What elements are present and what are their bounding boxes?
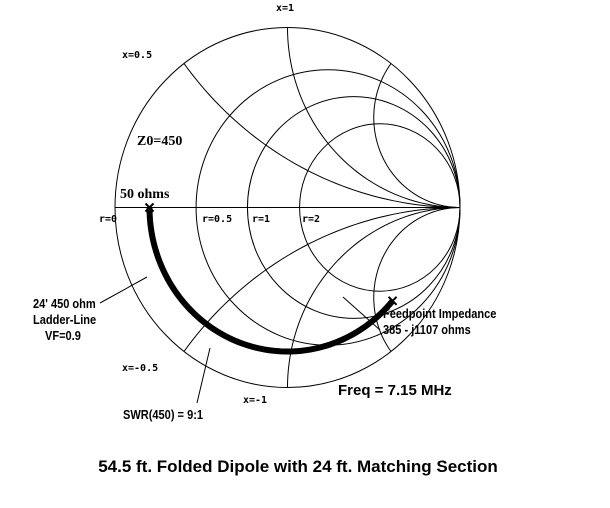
- start-label: 50 ohms: [120, 187, 170, 202]
- reactance-arc: [374, 208, 460, 352]
- line-label-2: Ladder-Line: [33, 312, 96, 327]
- feedpoint-label-2: 385 - j1107 ohms: [383, 322, 471, 337]
- start-marker-x-icon: [144, 202, 155, 213]
- label-r2: r=2: [302, 214, 320, 225]
- swr-annotation: SWR(450) = 9:1: [123, 347, 211, 422]
- reactance-arc: [288, 208, 461, 388]
- freq-label: Freq = 7.15 MHz: [338, 382, 452, 399]
- label-r0: r=0: [99, 214, 117, 225]
- label-xm1: x=-1: [243, 395, 267, 406]
- reactance-arc: [184, 63, 460, 207]
- label-x05: x=0.5: [122, 50, 152, 61]
- feedpoint-label-1: Feedpoint Impedance: [383, 306, 497, 321]
- feedpoint-leader: [342, 296, 381, 331]
- label-x1: x=1: [276, 3, 294, 14]
- feedpoint-annotation: Feedpoint Impedance 385 - j1107 ohms: [342, 296, 497, 337]
- z0-label: Z0=450: [137, 134, 182, 149]
- label-r05: r=0.5: [202, 214, 232, 225]
- line-label-1: 24' 450 ohm: [33, 296, 96, 311]
- reactance-arc: [184, 208, 460, 352]
- swr-trace: [150, 208, 393, 352]
- line-label-3: VF=0.9: [45, 328, 81, 343]
- label-xm05: x=-0.5: [122, 363, 158, 374]
- reactance-arc: [288, 28, 461, 208]
- line-annotation: 24' 450 ohm Ladder-Line VF=0.9: [33, 276, 148, 343]
- swr-label: SWR(450) = 9:1: [123, 407, 203, 422]
- chart-title: 54.5 ft. Folded Dipole with 24 ft. Match…: [98, 457, 498, 476]
- feedpoint-marker-x-icon: [387, 296, 398, 306]
- swr-leader: [196, 347, 211, 404]
- label-r1: r=1: [252, 214, 270, 225]
- line-leader: [99, 276, 148, 304]
- reactance-arc: [374, 63, 460, 207]
